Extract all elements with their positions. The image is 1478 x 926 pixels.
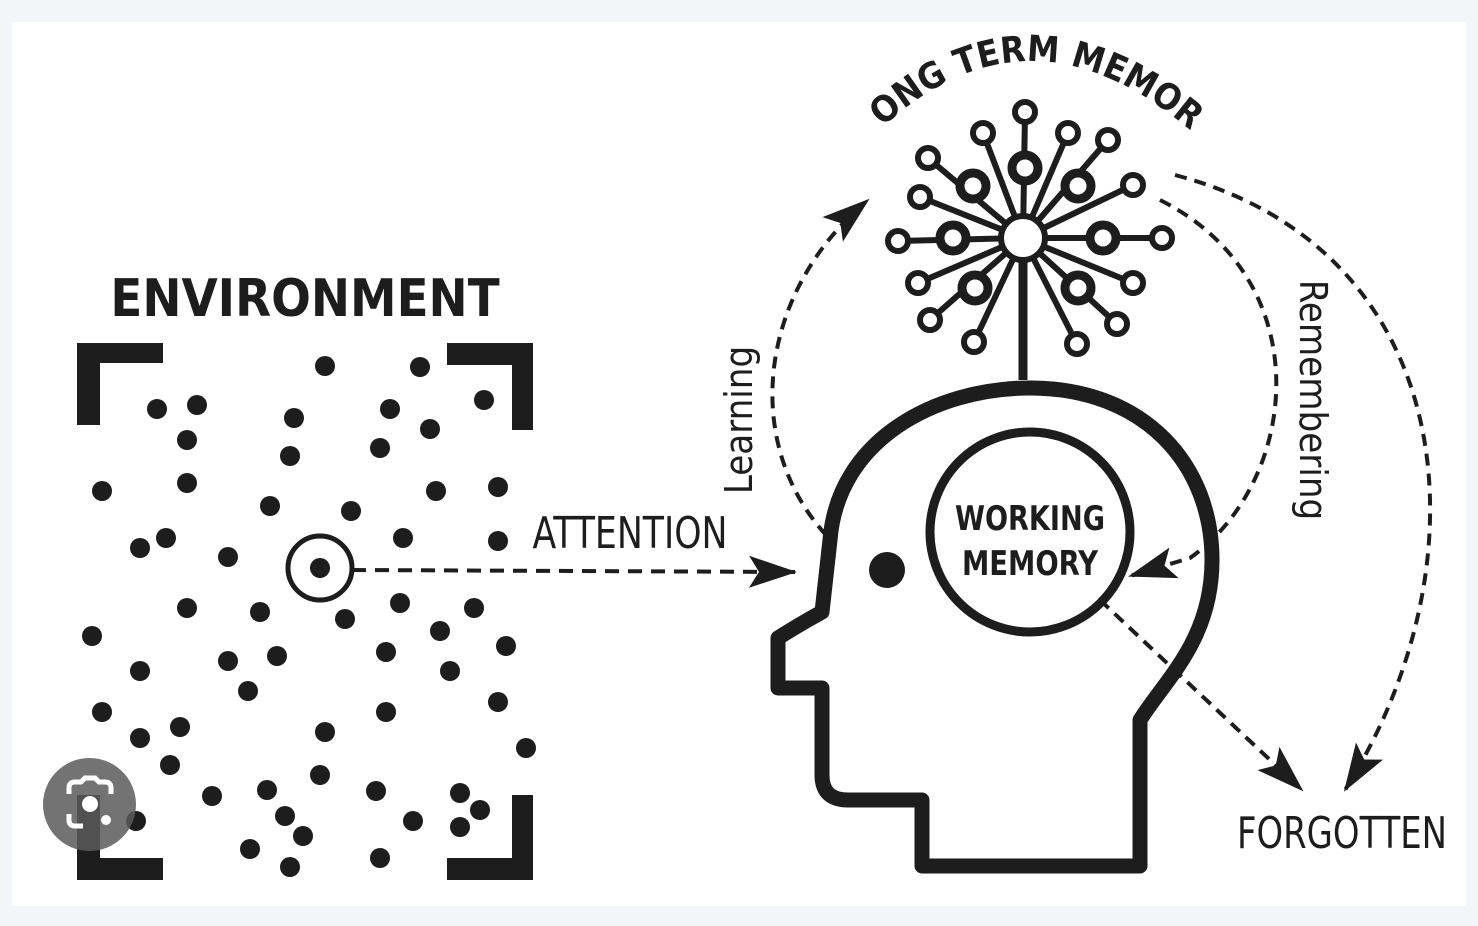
eye-icon — [869, 552, 905, 588]
working-memory-label-line2: MEMORY — [962, 544, 1099, 584]
forgotten-label: FORGOTTEN — [1237, 808, 1447, 859]
working-memory-label-line1: WORKING — [955, 499, 1105, 539]
remembering-arrow — [1128, 198, 1279, 579]
remembering-label: Remembering — [1291, 280, 1335, 520]
environment-stimuli-dots — [82, 356, 536, 877]
attended-stimulus-target — [285, 533, 355, 603]
attention-label: ATTENTION — [533, 508, 728, 559]
wm-forgotten-arrow — [1098, 598, 1304, 792]
ltm-forgotten-arrow — [1174, 173, 1432, 792]
long-term-memory-network-icon — [885, 99, 1175, 380]
head-outline — [770, 380, 1220, 874]
learning-arrow — [770, 198, 870, 537]
google-lens-button[interactable] — [43, 758, 136, 851]
attention-arrow — [351, 555, 797, 588]
working-memory-circle — [925, 427, 1135, 637]
environment-label: ENVIRONMENT — [110, 269, 499, 329]
learning-label: Learning — [717, 346, 761, 494]
diagram-canvas — [12, 22, 1466, 906]
google-lens-icon — [66, 775, 114, 829]
